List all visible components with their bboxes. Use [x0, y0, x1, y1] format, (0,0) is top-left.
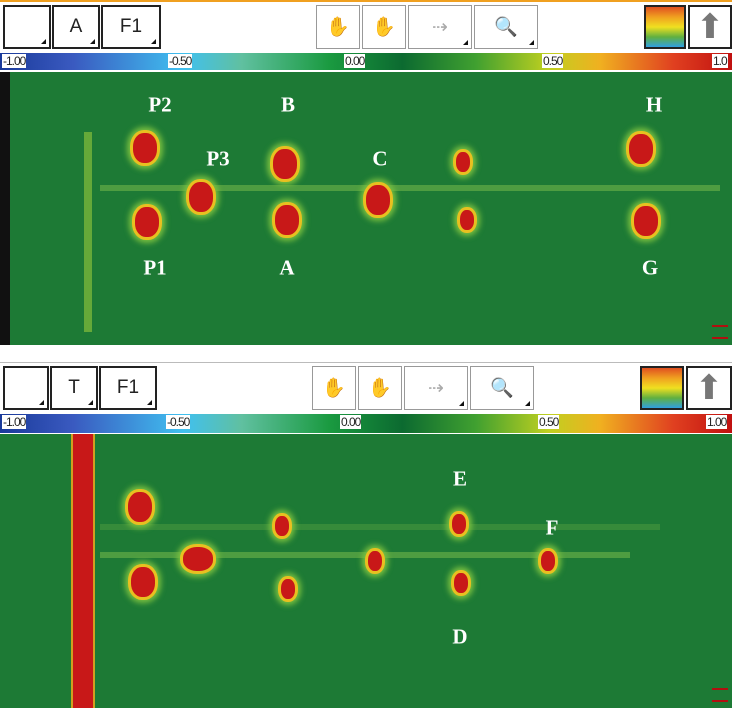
scan-heatmap: P2 B P3 C H P1 A G [0, 72, 732, 345]
frame-label: F1 [116, 377, 140, 398]
rotate-hand-icon[interactable]: ✋ [358, 366, 402, 410]
label-g: G [641, 255, 659, 280]
frame-dropdown[interactable]: F1 [101, 5, 161, 49]
hotspot [634, 206, 658, 236]
toolbar: A F1 ✋ ✋ ⇢ 🔍 ⬆ [0, 2, 732, 52]
step-arrow-icon[interactable]: ⇢ [404, 366, 468, 410]
rotate-hand-icon[interactable]: ✋ [362, 5, 406, 49]
hotspot [275, 205, 299, 235]
step-arrow-icon[interactable]: ⇢ [408, 5, 472, 49]
edge-marker [0, 72, 10, 345]
pan-hand-icon[interactable]: ✋ [312, 366, 356, 410]
scale-tick: 0.50 [538, 415, 559, 429]
label-d: D [452, 624, 468, 649]
label-b: B [280, 92, 296, 117]
palette-icon[interactable] [644, 5, 686, 49]
zoom-hand-icon[interactable]: 🔍 [470, 366, 534, 410]
scan-heatmap: E F D [0, 434, 732, 708]
hotspot [460, 210, 474, 230]
color-scale-bar: -1.00 -0.50 0.00 0.50 1.00 [0, 414, 732, 433]
label-f: F [545, 515, 559, 540]
zoom-hand-icon[interactable]: 🔍 [474, 5, 538, 49]
scale-tick: 0.00 [344, 54, 365, 68]
hotspot [629, 134, 653, 164]
up-arrow-icon[interactable]: ⬆ [686, 366, 732, 410]
scale-tick: -0.50 [168, 54, 192, 68]
bottom-scan-panel: T F1 ✋ ✋ ⇢ 🔍 ⬆ -1.00 -0.50 0.00 0.50 1.0… [0, 362, 732, 708]
streak [100, 552, 630, 558]
label-p1: P1 [143, 255, 167, 280]
hotspot [366, 185, 390, 215]
hotspot [541, 551, 555, 571]
scale-tick: 0.50 [542, 54, 563, 68]
axis-marker-icon [712, 325, 728, 339]
vertical-defect-band [73, 434, 93, 708]
hotspot [189, 182, 213, 212]
streak [100, 185, 720, 191]
hotspot [183, 547, 213, 571]
scale-tick: -1.00 [2, 415, 26, 429]
hotspot [452, 514, 466, 534]
toolbar: T F1 ✋ ✋ ⇢ 🔍 ⬆ [0, 363, 732, 413]
mode-label: T [68, 377, 80, 398]
hotspot [128, 492, 152, 522]
hotspot [368, 551, 382, 571]
label-c: C [372, 146, 388, 171]
hotspot [454, 573, 468, 593]
mode-label: A [69, 16, 83, 37]
pan-hand-icon[interactable]: ✋ [316, 5, 360, 49]
hotspot [456, 152, 470, 172]
label-p3: P3 [206, 146, 230, 171]
scale-tick: 1.0 [712, 54, 728, 68]
hotspot [281, 579, 295, 599]
palette-icon[interactable] [640, 366, 684, 410]
top-scan-panel: A F1 ✋ ✋ ⇢ 🔍 ⬆ -1.00 -0.50 0.00 0.50 1.0… [0, 0, 732, 345]
up-arrow-icon[interactable]: ⬆ [688, 5, 732, 49]
color-scale-bar: -1.00 -0.50 0.00 0.50 1.0 [0, 53, 732, 70]
scale-tick: 1.00 [706, 415, 727, 429]
hotspot [133, 133, 157, 163]
label-h: H [645, 92, 663, 117]
streak [100, 524, 660, 530]
label-e: E [452, 466, 468, 491]
blank-dropdown[interactable] [3, 366, 49, 410]
mode-dropdown[interactable]: T [50, 366, 98, 410]
hotspot [273, 149, 297, 179]
label-p2: P2 [148, 92, 172, 117]
scale-tick: -1.00 [2, 54, 26, 68]
hotspot [131, 567, 155, 597]
hotspot [275, 516, 289, 536]
hotspot [135, 207, 159, 237]
frame-label: F1 [119, 16, 143, 37]
streak [84, 132, 92, 332]
scale-tick: 0.00 [340, 415, 361, 429]
axis-marker-icon [712, 688, 728, 702]
mode-dropdown[interactable]: A [52, 5, 100, 49]
frame-dropdown[interactable]: F1 [99, 366, 157, 410]
label-a: A [279, 255, 295, 280]
scale-tick: -0.50 [166, 415, 190, 429]
blank-dropdown[interactable] [3, 5, 51, 49]
